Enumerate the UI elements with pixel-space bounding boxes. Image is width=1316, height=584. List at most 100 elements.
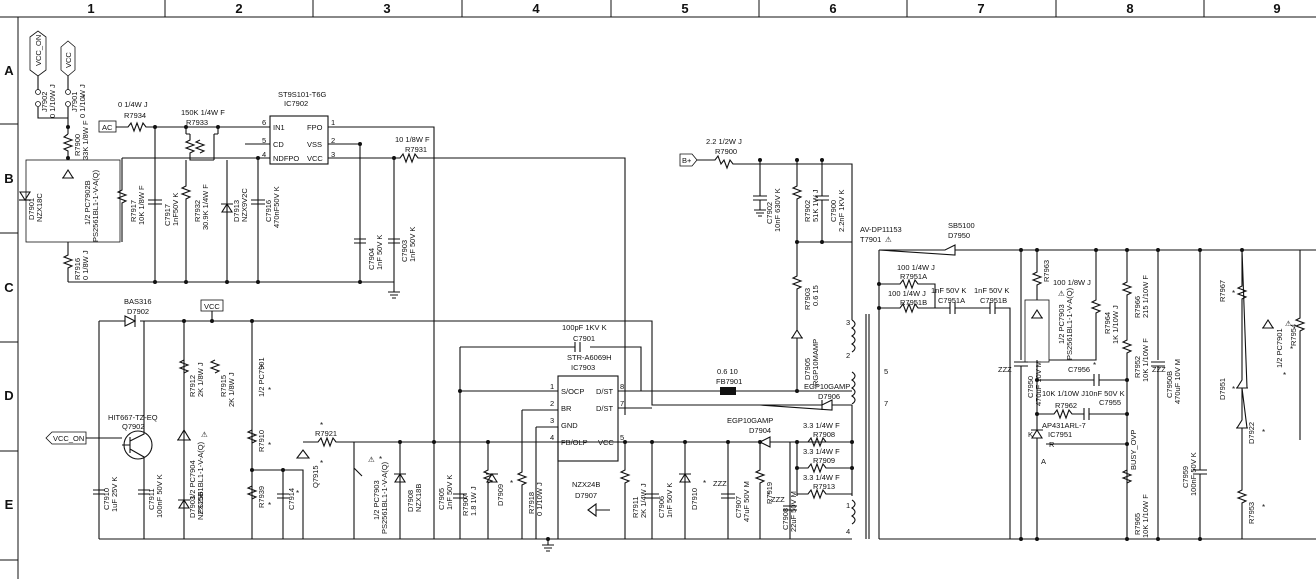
svg-text:7: 7: [620, 399, 624, 408]
r7913-label: R7913: [813, 482, 835, 491]
r7934-value: 0 1/4W J: [118, 100, 148, 109]
column-label-7: 7: [977, 1, 984, 16]
r7964-value: 1K 1/10W J: [1111, 305, 1120, 344]
r7932-label: R7932: [193, 200, 202, 222]
ic7903-part: STR-A6069H: [567, 353, 612, 362]
d7913-label: D7913: [232, 200, 241, 222]
c7951a-label: C7951A: [938, 296, 965, 305]
column-label-6: 6: [829, 1, 836, 16]
r7911-label: R7911: [631, 496, 640, 518]
junction-dots: [66, 125, 1244, 541]
star-mark: *: [268, 386, 271, 395]
c7914-label: C7914: [287, 488, 296, 510]
r7966-label: R7966: [1133, 296, 1142, 318]
column-label-2: 2: [235, 1, 242, 16]
star-mark: *: [1093, 361, 1096, 370]
r7951a-value: 100 1/4W J: [897, 263, 935, 272]
j7901-label: J7901: [70, 92, 79, 112]
zzz-label: ZZZ: [998, 365, 1012, 374]
r7917-label: R7917: [129, 200, 138, 222]
r7911-value: 2K 1/4W J: [639, 483, 648, 518]
c7917-label: C7917: [163, 204, 172, 226]
svg-text:VSS: VSS: [307, 140, 322, 149]
column-label-4: 4: [532, 1, 540, 16]
c7904-label: C7904: [367, 248, 376, 270]
d7903-value: NZX15B: [196, 492, 205, 520]
r7965-value: 10K 1/10W F: [1141, 494, 1150, 538]
d7901-value: NZX18C: [35, 193, 44, 222]
r7903-label: R7903: [803, 288, 812, 310]
r7915-value: 2K 1/8W J: [227, 372, 236, 407]
d7904-ref: D7904: [749, 426, 771, 435]
r7963-label: R7963: [1042, 260, 1051, 282]
r7952-label: R7952: [1133, 356, 1142, 378]
svg-text:4: 4: [846, 527, 850, 536]
r7900-label: R7900: [73, 134, 82, 156]
row-label-b: B: [4, 171, 13, 186]
c7904-value: 1nF 50V K: [375, 235, 384, 270]
star-mark: *: [510, 479, 513, 488]
ic7902-ref: IC7902: [284, 99, 308, 108]
c7950b-value: 470uF 10V M: [1173, 359, 1182, 404]
port-ac: AC: [98, 120, 117, 133]
svg-text:NDFPO: NDFPO: [273, 154, 299, 163]
row-label-d: D: [4, 388, 13, 403]
svg-text:FPO: FPO: [307, 123, 323, 132]
r7902-value: 51K 1W J: [811, 189, 820, 222]
r7963-value: 100 1/8W J: [1053, 278, 1091, 287]
svg-text:1: 1: [331, 118, 335, 127]
star-mark: *: [703, 479, 706, 488]
svg-text:3: 3: [846, 318, 850, 327]
d7906-ref: D7906: [818, 392, 840, 401]
ic7951-part: AP431ARL-7: [1042, 421, 1086, 430]
port-b-plus: B+: [679, 153, 698, 167]
pc7904-value: PS2561BL1-1-V-A(Q): [196, 441, 205, 514]
column-label-1: 1: [87, 1, 94, 16]
star-mark: *: [268, 501, 271, 510]
warning-icon: ⚠: [1285, 319, 1292, 328]
svg-text:6: 6: [262, 118, 266, 127]
c7951b-label: C7951B: [980, 296, 1007, 305]
star-mark: *: [1232, 385, 1235, 394]
port-vcc-on-top: VCC_ON: [29, 30, 47, 77]
c7900-value: 2.2nF 1KV K: [837, 189, 846, 232]
c7905-value: 1nF 50V K: [445, 475, 454, 510]
r7952-value: 10K 1/10W F: [1141, 338, 1150, 382]
d7904-part: EGP10GAMP: [727, 416, 773, 425]
ic7951-ref: IC7951: [1048, 430, 1072, 439]
c7955-value: 10nF 50V K: [1085, 389, 1125, 398]
c7910-label: C7910: [102, 488, 111, 510]
j7901-value: 0 1/10W J: [78, 84, 87, 118]
fb7901-label: FB7901: [716, 377, 742, 386]
r7951a-label: R7951A: [900, 272, 927, 281]
r7966-value: 215 1/10W F: [1141, 275, 1150, 318]
c7901-label: C7901: [573, 334, 595, 343]
c7955-label: C7955: [1099, 398, 1121, 407]
d7906-part: EGP10GAMP: [804, 382, 850, 391]
r7933-value: 150K 1/4W F: [181, 108, 225, 117]
d7950-ref: D7950: [948, 231, 970, 240]
svg-text:4: 4: [262, 150, 266, 159]
warning-icon: ⚠: [368, 455, 375, 464]
svg-text:VCC: VCC: [598, 438, 614, 447]
c7916-value: 470nF50V K: [272, 186, 281, 228]
r7954-label: R7954: [1289, 324, 1298, 346]
svg-text:AC: AC: [102, 123, 113, 132]
r7912-label: R7912: [188, 375, 197, 397]
svg-text:VCC: VCC: [64, 52, 73, 68]
d7922-label: D7922: [1247, 422, 1256, 444]
pc7903-value: PS2561BL1-1-V-A(Q): [1065, 287, 1074, 360]
d7908-value: NZX18B: [414, 484, 423, 512]
c7911-label: C7911: [147, 488, 156, 510]
svg-text:5: 5: [884, 367, 888, 376]
star-mark: *: [82, 94, 85, 103]
star-mark: *: [1290, 345, 1293, 354]
row-label-c: C: [4, 280, 14, 295]
pc7902b-label: 1/2 PC7902B: [83, 180, 92, 225]
c7916-label: C7916: [264, 200, 273, 222]
ic7903: STR-A6069H IC7903 S/OCP D/ST BR D/ST GND…: [550, 353, 624, 462]
c7900-label: C7900: [829, 200, 838, 222]
svg-text:FB/OLP: FB/OLP: [561, 438, 588, 447]
nzx24b-label: NZX24B: [572, 480, 600, 489]
